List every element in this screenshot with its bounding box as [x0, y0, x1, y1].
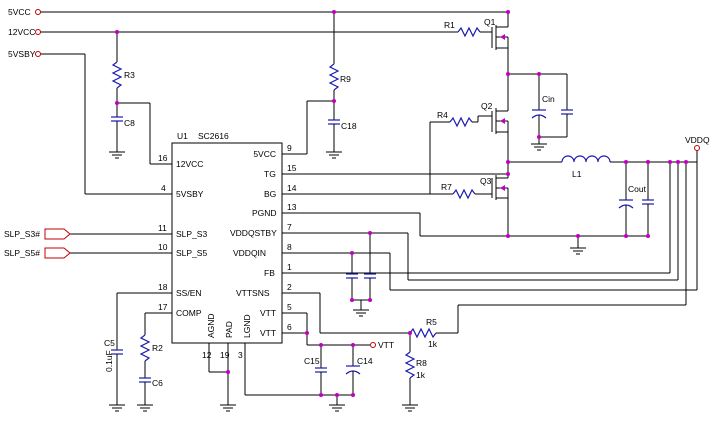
- svg-text:VTTSNS: VTTSNS: [236, 288, 270, 298]
- r3-label: R3: [124, 70, 135, 80]
- vtt-label: VTT: [378, 340, 394, 350]
- svg-text:BG: BG: [264, 189, 276, 199]
- svg-text:VTT: VTT: [260, 308, 276, 318]
- vddq-standby-network: [346, 162, 698, 317]
- r5-value: 1k: [428, 339, 438, 349]
- svg-text:PAD: PAD: [224, 321, 234, 338]
- 5vcc-port: [35, 9, 41, 15]
- c14-label: C14: [357, 356, 373, 366]
- svg-text:COMP: COMP: [176, 308, 202, 318]
- r8-value: 1k: [416, 370, 426, 380]
- r5-label: R5: [426, 317, 437, 327]
- svg-text:LGND: LGND: [242, 314, 252, 338]
- svg-text:18: 18: [158, 282, 168, 292]
- c6-label: C6: [152, 378, 163, 388]
- 5vsby-port: [35, 51, 41, 57]
- svg-text:9: 9: [287, 143, 292, 153]
- svg-text:12: 12: [202, 350, 212, 360]
- r3-c8-network: [109, 32, 172, 165]
- ic-u1-body: [171, 142, 283, 344]
- r8-label: R8: [416, 358, 427, 368]
- 5vcc-label: 5VCC: [8, 7, 31, 17]
- slp-s3-label: SLP_S3#: [4, 229, 40, 239]
- svg-text:3: 3: [238, 350, 243, 360]
- r1-label: R1: [444, 20, 455, 30]
- c8-label: C8: [124, 118, 135, 128]
- svg-text:2: 2: [287, 282, 292, 292]
- r7-label: R7: [441, 182, 452, 192]
- svg-text:6: 6: [287, 322, 292, 332]
- svg-text:16: 16: [158, 153, 168, 163]
- svg-text:19: 19: [220, 350, 230, 360]
- svg-text:1: 1: [287, 262, 292, 272]
- c15-label: C15: [304, 356, 320, 366]
- svg-text:8: 8: [287, 242, 292, 252]
- svg-text:15: 15: [287, 163, 297, 173]
- svg-text:VDDQIN: VDDQIN: [233, 248, 266, 258]
- c18-label: C18: [341, 121, 357, 131]
- svg-text:SLP_S3: SLP_S3: [176, 229, 207, 239]
- svg-text:FB: FB: [264, 268, 275, 278]
- vddq-port: [694, 145, 700, 151]
- svg-text:VDDQSTBY: VDDQSTBY: [230, 228, 277, 238]
- r9-c18-network: [282, 12, 342, 159]
- vddq-label: VDDQ: [685, 135, 710, 145]
- q3-mosfet: [478, 162, 509, 236]
- power-rails: [39, 11, 508, 195]
- svg-text:12VCC: 12VCC: [176, 159, 203, 169]
- 5vsby-label: 5VSBY: [8, 49, 36, 59]
- r2-label: R2: [152, 343, 163, 353]
- svg-text:4: 4: [161, 183, 166, 193]
- q3-label: Q3: [480, 176, 492, 186]
- slp-s5-port: [44, 247, 71, 259]
- output-filter: [508, 150, 698, 273]
- r2-c6-network: [137, 313, 153, 412]
- vtt-port: [370, 342, 376, 348]
- ic-bottom-pins: AGND PAD LGND 12 19 3: [202, 313, 353, 412]
- cin-label: Cin: [542, 94, 555, 104]
- 12vcc-label: 12VCC: [8, 27, 35, 37]
- ic-left-pins: 16 12VCC 4 5VSBY 11 SLP_S3 10 SLP_S5 18 …: [70, 153, 207, 318]
- svg-text:13: 13: [287, 202, 297, 212]
- slp-s5-label: SLP_S5#: [4, 248, 40, 258]
- ic-part: SC2616: [198, 131, 229, 141]
- slp-s3-port: [44, 228, 71, 240]
- r4-label: R4: [437, 110, 448, 120]
- q2-mosfet: [478, 74, 509, 162]
- svg-text:17: 17: [158, 302, 168, 312]
- vtt-network: [306, 313, 370, 412]
- q1-mosfet: [480, 12, 509, 74]
- svg-text:11: 11: [158, 223, 167, 233]
- ic-right-pins: 5VCC 9 TG 15 BG 14 PGND 13 VDDQSTBY 7 VD…: [230, 143, 670, 338]
- cout-label: Cout: [628, 184, 647, 194]
- ic-ref: U1: [177, 131, 188, 141]
- cin-network: [508, 73, 573, 151]
- svg-text:14: 14: [287, 183, 297, 193]
- r9-label: R9: [340, 74, 351, 84]
- l1-label: L1: [572, 169, 582, 179]
- svg-text:SLP_S5: SLP_S5: [176, 248, 207, 258]
- svg-text:PGND: PGND: [252, 208, 277, 218]
- svg-text:VTT: VTT: [260, 328, 276, 338]
- 12vcc-port: [35, 29, 41, 35]
- svg-text:5VCC: 5VCC: [253, 149, 276, 159]
- svg-text:10: 10: [158, 242, 168, 252]
- c5-value: 0.1uF: [104, 350, 114, 372]
- svg-text:AGND: AGND: [206, 313, 216, 338]
- svg-text:TG: TG: [264, 169, 276, 179]
- svg-text:5: 5: [287, 302, 292, 312]
- q1-label: Q1: [484, 17, 496, 27]
- svg-text:7: 7: [287, 222, 292, 232]
- c5-label: C5: [104, 338, 115, 348]
- q2-label: Q2: [481, 101, 493, 111]
- svg-text:SS/EN: SS/EN: [176, 288, 202, 298]
- svg-text:5VSBY: 5VSBY: [176, 189, 204, 199]
- c5-network: [109, 293, 125, 412]
- r5-r8-network: [319, 162, 687, 412]
